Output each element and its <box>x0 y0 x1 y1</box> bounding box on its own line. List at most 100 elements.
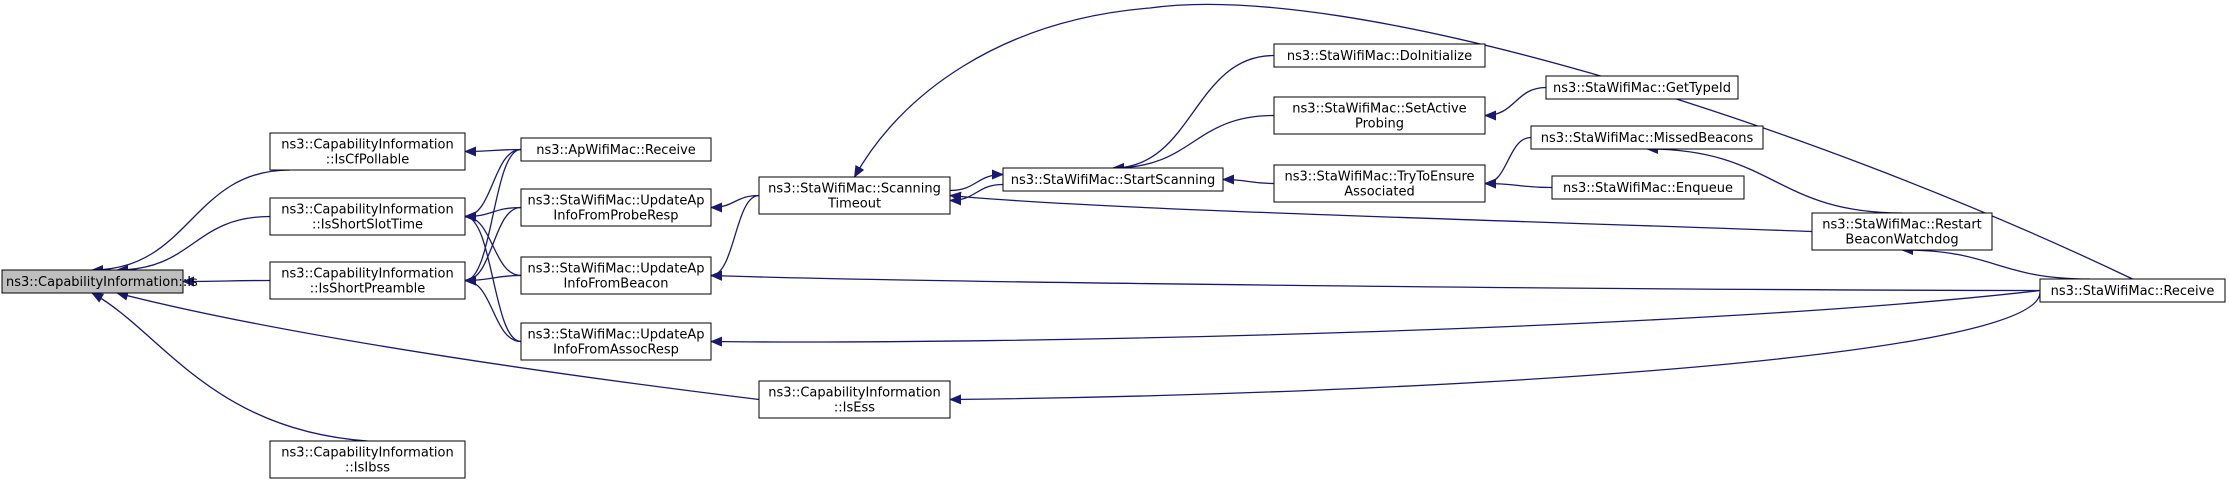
node-isess[interactable]: ns3::CapabilityInformation::IsEss <box>758 380 951 419</box>
edge-scan_timeout-to-start_scanning <box>949 169 1004 192</box>
node-label-line: ::IsCfPollable <box>326 153 409 168</box>
edge-upd_assoc-to-isshortslottime <box>464 211 522 343</box>
edge-trytoensure-to-start_scanning <box>1222 174 1275 185</box>
node-label-line: ns3::StaWifiMac::TryToEnsure <box>1284 170 1474 185</box>
node-label-line: InfoFromAssocResp <box>553 343 679 358</box>
edge-scan_timeout-to-upd_probe <box>710 194 760 213</box>
node-label-line: InfoFromBeacon <box>563 277 668 292</box>
node-label-line: ns3::ApWifiMac::Receive <box>536 143 696 158</box>
node-label-line: ::IsShortPreamble <box>310 282 425 297</box>
edge-sta_receive-to-isess <box>949 290 2041 405</box>
node-label-line: ns3::CapabilityInformation <box>768 386 940 401</box>
edge-setactive-to-start_scanning <box>1112 114 1275 173</box>
node-box <box>269 261 466 300</box>
node-start_scanning[interactable]: ns3::StaWifiMac::StartScanning <box>1002 167 1224 192</box>
node-iscfpollable[interactable]: ns3::CapabilityInformation::IsCfPollable <box>269 132 466 171</box>
edges-layer <box>91 3 2133 442</box>
node-box <box>520 256 712 295</box>
node-box <box>1 269 184 294</box>
node-missedbeacons[interactable]: ns3::StaWifiMac::MissedBeacons <box>1530 125 1764 150</box>
node-label-line: Probing <box>1355 117 1404 132</box>
node-label-line: ns3::StaWifiMac::SetActive <box>1292 102 1466 117</box>
edge-isess-to-is <box>116 290 760 401</box>
node-label-line: ns3::CapabilityInformation <box>281 446 453 461</box>
node-box <box>1002 167 1224 192</box>
edge-missedbeacons-to-trytoensure <box>1484 136 1532 189</box>
edge-enqueue-to-trytoensure <box>1484 178 1553 189</box>
edge-isibss-to-is <box>91 292 368 442</box>
node-upd_assoc[interactable]: ns3::StaWifiMac::UpdateApInfoFromAssocRe… <box>520 322 712 361</box>
node-doinit[interactable]: ns3::StaWifiMac::DoInitialize <box>1273 43 1486 68</box>
node-gettypeid[interactable]: ns3::StaWifiMac::GetTypeId <box>1545 75 1739 100</box>
node-box <box>269 132 466 171</box>
edge-isshortslottime-to-is <box>116 215 271 275</box>
nodes-layer: ns3::CapabilityInformation::Isns3::Capab… <box>1 43 2226 479</box>
node-upd_probe[interactable]: ns3::StaWifiMac::UpdateApInfoFromProbeRe… <box>520 188 712 227</box>
node-label-line: ::IsIbss <box>345 461 390 476</box>
node-label-line: ns3::CapabilityInformation <box>281 267 453 282</box>
edge-ap_receive-to-isshortslottime <box>464 148 522 222</box>
node-label-line: InfoFromProbeResp <box>553 209 678 224</box>
edge-iscfpollable-to-is <box>91 169 291 275</box>
node-label-line: ::IsShortSlotTime <box>312 218 423 233</box>
edge-restart-to-scan_timeout <box>949 191 1813 233</box>
node-box <box>2039 278 2226 303</box>
node-label-line: ns3::CapabilityInformation::Is <box>6 275 198 290</box>
edge-gettypeid-to-setactive <box>1484 86 1547 121</box>
node-box <box>1273 96 1486 135</box>
node-isibss[interactable]: ns3::CapabilityInformation::IsIbss <box>269 440 466 479</box>
node-isshortpreamble[interactable]: ns3::CapabilityInformation::IsShortPream… <box>269 261 466 300</box>
node-box <box>1811 212 1993 251</box>
node-label-line: ns3::StaWifiMac::MissedBeacons <box>1541 131 1754 146</box>
node-label-line: ns3::CapabilityInformation <box>281 203 453 218</box>
node-label-line: Associated <box>1344 185 1414 200</box>
node-box <box>520 137 712 162</box>
node-enqueue[interactable]: ns3::StaWifiMac::Enqueue <box>1551 175 1745 200</box>
edge-sta_receive-to-upd_beacon <box>710 270 2041 292</box>
node-label-line: ns3::StaWifiMac::UpdateAp <box>527 262 704 277</box>
node-box <box>269 197 466 236</box>
edge-sta_receive-to-scan_timeout <box>853 3 2133 280</box>
node-label-line: Timeout <box>827 197 881 212</box>
node-box <box>758 380 951 419</box>
node-is: ns3::CapabilityInformation::Is <box>1 269 198 294</box>
node-box <box>269 440 466 479</box>
node-ap_receive[interactable]: ns3::ApWifiMac::Receive <box>520 137 712 162</box>
node-label-line: ::IsEss <box>834 401 875 416</box>
node-label-line: ns3::StaWifiMac::GetTypeId <box>1553 81 1731 96</box>
edge-isshortpreamble-to-is <box>182 276 271 287</box>
edge-doinit-to-start_scanning <box>1112 54 1275 173</box>
node-label-line: ns3::StaWifiMac::UpdateAp <box>527 194 704 209</box>
node-sta_receive[interactable]: ns3::StaWifiMac::Receive <box>2039 278 2226 303</box>
node-box <box>520 322 712 361</box>
node-label-line: BeaconWatchdog <box>1845 233 1958 248</box>
edge-ap_receive-to-iscfpollable <box>464 146 522 157</box>
node-label-line: ns3::StaWifiMac::Enqueue <box>1563 181 1733 196</box>
node-box <box>520 188 712 227</box>
edge-sta_receive-to-restart <box>1901 245 2091 280</box>
edge-upd_beacon-to-isshortslottime <box>464 211 522 277</box>
node-label-line: ns3::StaWifiMac::Receive <box>2051 284 2215 299</box>
node-label-line: ns3::StaWifiMac::Scanning <box>768 182 941 197</box>
node-isshortslottime[interactable]: ns3::CapabilityInformation::IsShortSlotT… <box>269 197 466 236</box>
edge-sta_receive-to-upd_assoc <box>710 289 2041 347</box>
node-box <box>1530 125 1764 150</box>
node-label-line: ns3::StaWifiMac::DoInitialize <box>1287 49 1472 64</box>
node-box <box>1545 75 1739 100</box>
node-label-line: ns3::StaWifiMac::Restart <box>1822 218 1982 233</box>
node-label-line: ns3::StaWifiMac::StartScanning <box>1011 173 1216 188</box>
node-box <box>1273 164 1486 203</box>
node-box <box>1273 43 1486 68</box>
node-box <box>1551 175 1745 200</box>
node-label-line: ns3::CapabilityInformation <box>281 138 453 153</box>
node-label-line: ns3::StaWifiMac::UpdateAp <box>527 328 704 343</box>
edge-upd_assoc-to-isshortpreamble <box>464 275 522 343</box>
node-box <box>758 176 951 215</box>
edge-ap_receive-to-isshortpreamble <box>464 148 522 286</box>
